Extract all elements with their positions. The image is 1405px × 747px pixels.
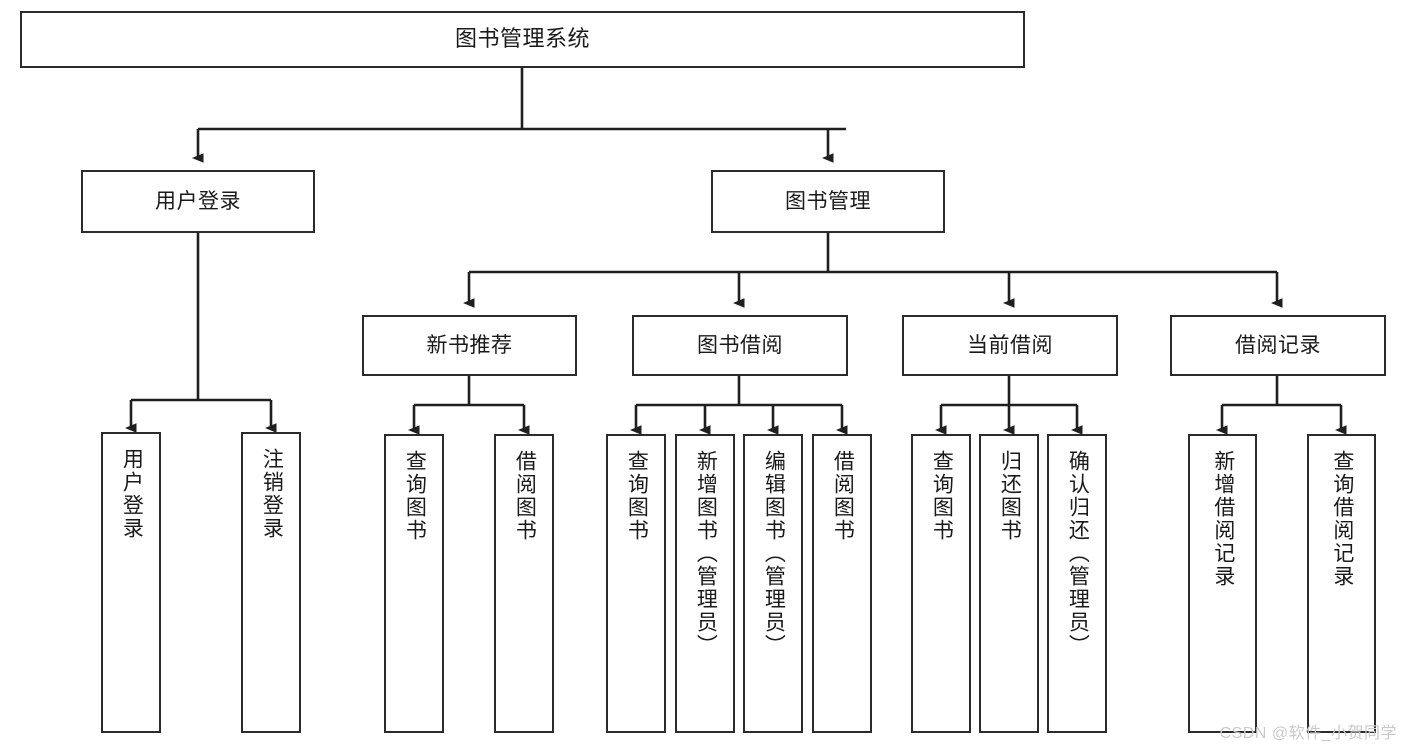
node-label: 新书推荐 xyxy=(426,333,513,357)
watermark-text: CSDN @软件_小贺同学 xyxy=(1219,725,1397,742)
leaf-borrow-edit-book[interactable]: 编辑图书（管理员） xyxy=(743,434,803,733)
node-label: 新增图书（管理员） xyxy=(694,450,718,657)
leaf-user-login-logout[interactable]: 注销登录 xyxy=(241,432,301,733)
node-book-borrow[interactable]: 图书借阅 xyxy=(632,315,848,376)
leaf-recommend-borrow-book[interactable]: 借阅图书 xyxy=(494,434,554,733)
node-label: 确认归还（管理员） xyxy=(1066,450,1090,657)
leaf-current-query-book[interactable]: 查询图书 xyxy=(911,434,971,733)
node-label: 编辑图书（管理员） xyxy=(762,450,786,657)
leaf-record-query-record[interactable]: 查询借阅记录 xyxy=(1307,434,1376,733)
node-label: 用户登录 xyxy=(155,189,241,213)
node-label: 图书借阅 xyxy=(697,333,783,357)
node-label: 查询图书 xyxy=(930,450,954,542)
node-label: 查询借阅记录 xyxy=(1330,450,1354,588)
node-label: 注销登录 xyxy=(260,448,284,540)
node-user-login[interactable]: 用户登录 xyxy=(81,170,315,233)
node-label: 借阅记录 xyxy=(1235,333,1321,357)
node-borrow-record[interactable]: 借阅记录 xyxy=(1170,315,1386,376)
leaf-borrow-add-book[interactable]: 新增图书（管理员） xyxy=(675,434,735,733)
node-current-borrow[interactable]: 当前借阅 xyxy=(902,315,1118,376)
node-label: 借阅图书 xyxy=(831,450,855,542)
leaf-user-login-login[interactable]: 用户登录 xyxy=(101,432,161,733)
leaf-recommend-query-book[interactable]: 查询图书 xyxy=(384,434,444,733)
node-book-management[interactable]: 图书管理 xyxy=(711,170,945,233)
node-label: 借阅图书 xyxy=(513,450,537,542)
node-label: 查询图书 xyxy=(625,450,649,542)
leaf-current-confirm-return[interactable]: 确认归还（管理员） xyxy=(1047,434,1107,733)
node-label: 图书管理 xyxy=(785,189,871,213)
node-label: 新增借阅记录 xyxy=(1211,450,1235,588)
leaf-borrow-query-book[interactable]: 查询图书 xyxy=(606,434,666,733)
node-label: 当前借阅 xyxy=(967,333,1053,357)
node-label: 用户登录 xyxy=(120,448,144,540)
leaf-borrow-borrow-book[interactable]: 借阅图书 xyxy=(812,434,872,733)
node-root-system[interactable]: 图书管理系统 xyxy=(20,11,1025,68)
leaf-record-add-record[interactable]: 新增借阅记录 xyxy=(1188,434,1257,733)
node-label: 图书管理系统 xyxy=(454,26,590,52)
node-label: 归还图书 xyxy=(998,450,1022,542)
node-new-book-recommend[interactable]: 新书推荐 xyxy=(362,315,577,376)
node-label: 查询图书 xyxy=(403,450,427,542)
leaf-current-return-book[interactable]: 归还图书 xyxy=(979,434,1039,733)
